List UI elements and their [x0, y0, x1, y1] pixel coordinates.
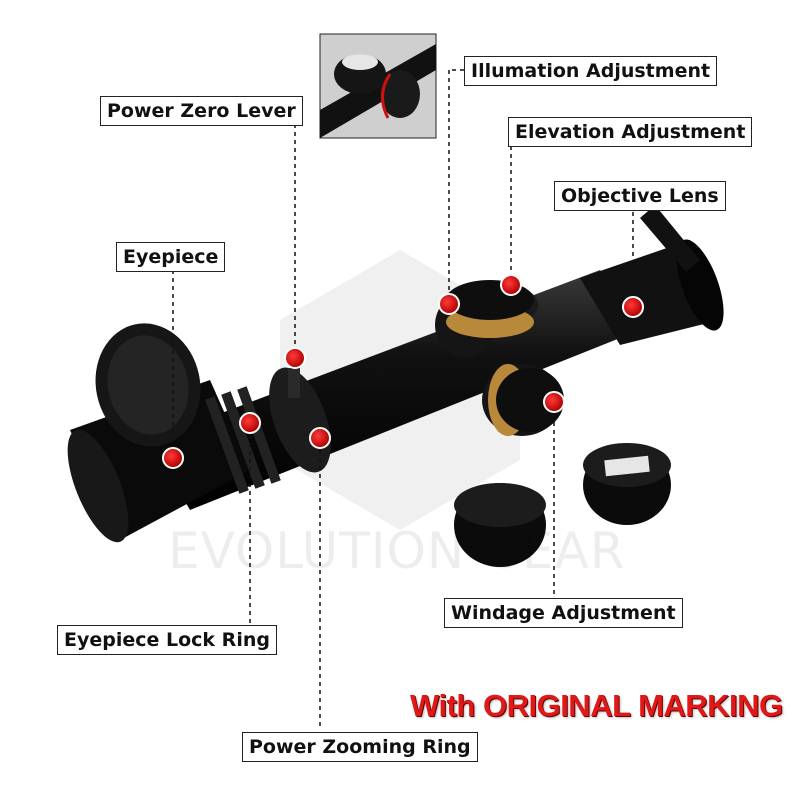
- illumination-marker: [438, 293, 460, 315]
- elevation-marker: [500, 274, 522, 296]
- objective-marker: [622, 296, 644, 318]
- objective-flip-cap: [640, 205, 700, 272]
- callout-power-zooming-ring: Power Zooming Ring: [242, 732, 478, 762]
- inset-photo: [319, 33, 437, 139]
- callout-power-zero-lever: Power Zero Lever: [100, 96, 303, 126]
- turret-caps: [454, 443, 671, 567]
- callout-windage: Windage Adjustment: [444, 598, 683, 628]
- turret-assembly: [435, 280, 564, 436]
- power-zero-marker: [284, 347, 306, 369]
- callout-eyepiece-lock-ring: Eyepiece Lock Ring: [57, 625, 277, 655]
- eyepiece-flip-cap: [95, 323, 201, 447]
- callout-illumination: Illumation Adjustment: [464, 56, 718, 86]
- callout-objective-lens: Objective Lens: [554, 181, 726, 211]
- eyepiece-marker: [162, 447, 184, 469]
- leader-lines: [172, 69, 634, 730]
- windage-marker: [543, 391, 565, 413]
- watermark-text: EVOLUTION GEAR: [168, 522, 626, 580]
- markers: [162, 274, 644, 469]
- callout-elevation: Elevation Adjustment: [508, 117, 753, 147]
- zoom-ring-marker: [309, 427, 331, 449]
- callout-eyepiece: Eyepiece: [116, 242, 226, 272]
- original-marking-banner: With ORIGINAL MARKING: [410, 688, 783, 723]
- eyepiece-lock-marker: [239, 412, 261, 434]
